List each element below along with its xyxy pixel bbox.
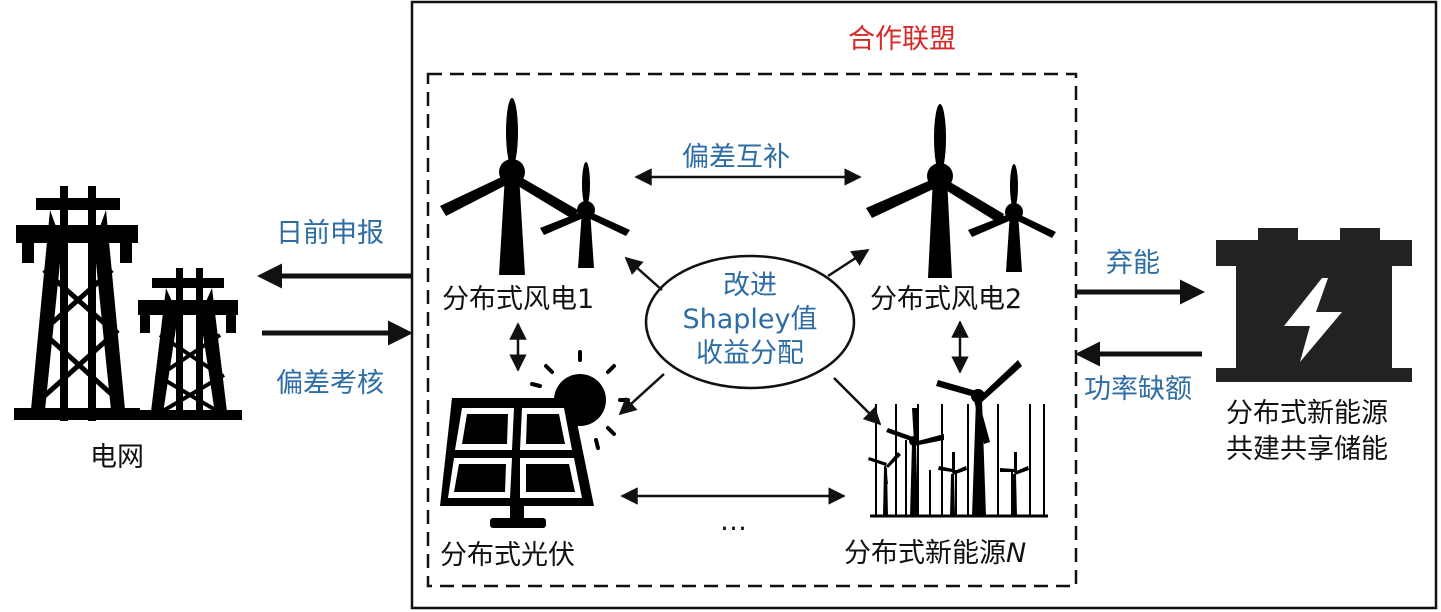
- new-energy-suffix: N: [1006, 538, 1027, 569]
- arrow-to-pv: [618, 373, 665, 416]
- center-line2: Shapley值: [682, 304, 818, 335]
- arrow-to-wind2: [827, 248, 870, 278]
- outer-frame: [410, 0, 1438, 610]
- label-grid: 电网: [90, 442, 144, 473]
- label-wind1: 分布式风电1: [442, 284, 595, 315]
- label-power-shortfall: 功率缺额: [1084, 374, 1192, 405]
- label-curtailment: 弃能: [1106, 248, 1160, 279]
- wind-turbine-icon: [866, 104, 1056, 278]
- coalition-title: 合作联盟: [848, 24, 956, 55]
- label-pv: 分布式光伏: [440, 540, 575, 571]
- label-day-ahead: 日前申报: [276, 218, 384, 249]
- label-ellipsis: …: [720, 506, 747, 537]
- label-storage-line1: 分布式新能源: [1226, 398, 1388, 429]
- arrow-to-wind1: [624, 256, 663, 291]
- wind-turbine-icon: [440, 98, 630, 275]
- center-line3: 收益分配: [696, 338, 804, 369]
- label-new-energy-n: 分布式新能源N: [844, 540, 1026, 567]
- new-energy-prefix: 分布式新能源: [844, 538, 1006, 569]
- solar-panel-icon: [440, 350, 630, 528]
- label-storage-line2: 共建共享储能: [1226, 434, 1388, 465]
- label-wind2: 分布式风电2: [870, 284, 1023, 315]
- coalition-box: [426, 72, 1078, 588]
- label-deviation-check: 偏差考核: [276, 368, 384, 399]
- label-mutual-compensation: 偏差互补: [682, 142, 790, 173]
- wind-farm-icon: [868, 360, 1048, 518]
- battery-icon: [1216, 228, 1412, 382]
- center-line1: 改进: [723, 270, 777, 301]
- shapley-ellipse: [644, 254, 856, 390]
- arrow-to-new-energy: [833, 377, 882, 426]
- transmission-tower-icon: [14, 186, 242, 421]
